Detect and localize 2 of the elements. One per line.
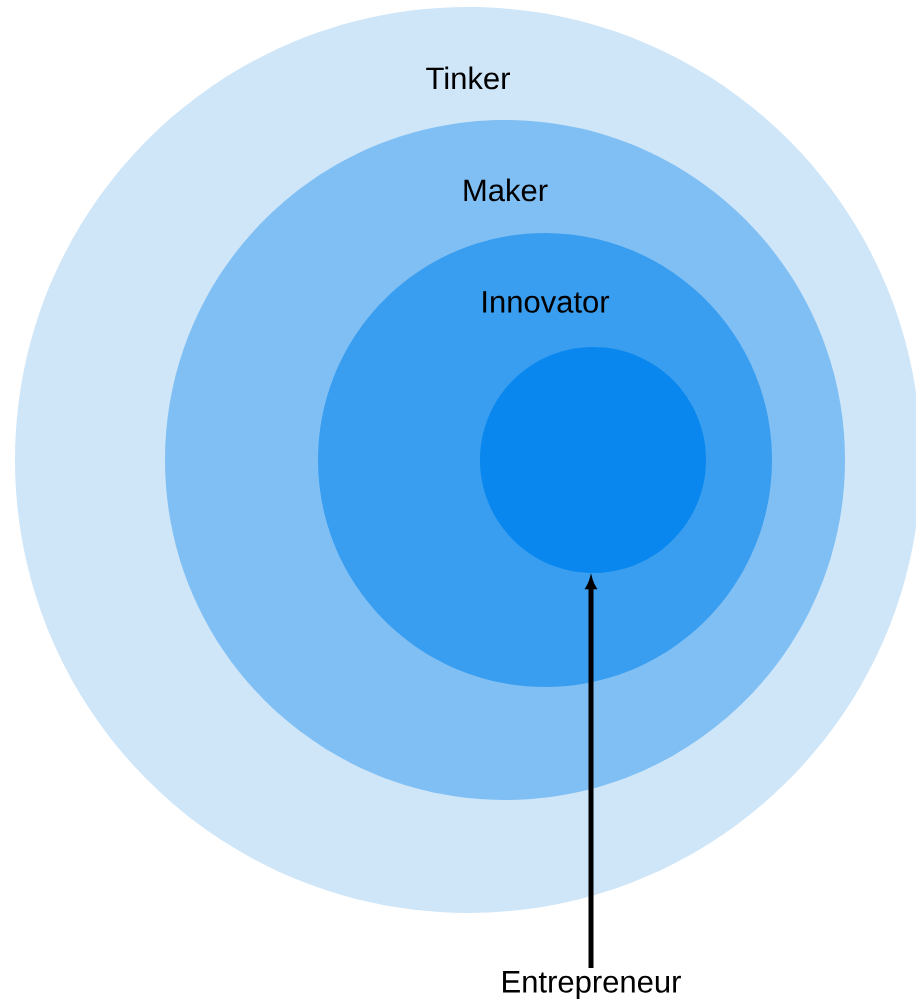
center-circle — [480, 347, 706, 573]
text-label: Entrepreneur — [503, 971, 681, 999]
